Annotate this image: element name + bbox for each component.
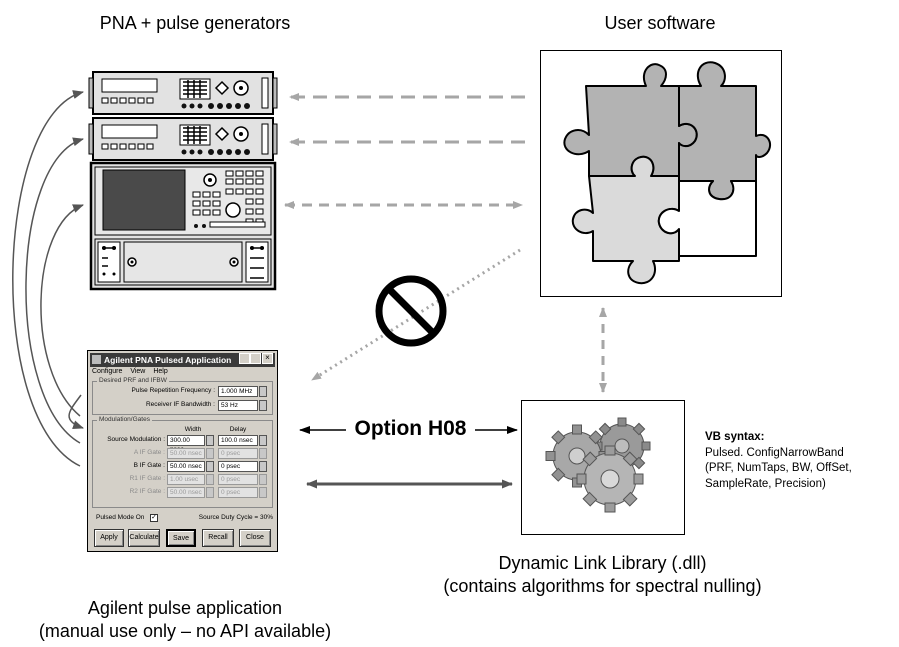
pulsed-app-window: Agilent PNA Pulsed Application × Configu… bbox=[87, 350, 278, 552]
dll-box bbox=[521, 400, 685, 535]
source-mod-width-spinner[interactable] bbox=[206, 435, 214, 446]
r1-gate-label: R1 IF Gate : bbox=[129, 475, 165, 482]
save-button[interactable]: Save bbox=[166, 529, 196, 547]
window-titlebar: Agilent PNA Pulsed Application bbox=[90, 353, 275, 367]
close-button[interactable]: Close bbox=[239, 529, 271, 547]
pulsed-mode-label: Pulsed Mode On bbox=[96, 514, 145, 521]
agilent-caption-line-1: Agilent pulse application bbox=[87, 598, 283, 618]
ifbw-field[interactable]: 53 Hz bbox=[218, 400, 258, 411]
pulse-generator-1 bbox=[88, 71, 278, 115]
menu-bar: Configure View Help bbox=[92, 368, 174, 375]
r1-gate-width[interactable]: 1.00 usec bbox=[167, 474, 205, 485]
duty-cycle-text: Source Duty Cycle = 30% bbox=[198, 514, 273, 521]
vb-syntax-line-1: Pulsed. ConfigNarrowBand bbox=[705, 446, 844, 459]
col-width-header: Width bbox=[184, 426, 202, 433]
a-gate-width[interactable]: 50.00 nsec bbox=[167, 448, 205, 459]
user-software-caption: User software bbox=[604, 13, 716, 33]
dll-caption-line-1: Dynamic Link Library (.dll) bbox=[498, 553, 707, 573]
source-mod-delay-spinner[interactable] bbox=[259, 435, 267, 446]
r1-gate-delay-spinner[interactable] bbox=[259, 474, 267, 485]
r2-gate-delay-spinner[interactable] bbox=[259, 487, 267, 498]
vb-syntax-line-3: SampleRate, Precision) bbox=[705, 477, 826, 490]
menu-configure[interactable]: Configure bbox=[92, 368, 123, 375]
app-icon bbox=[92, 355, 101, 364]
prf-ifbw-group-title: Desired PRF and IFBW bbox=[97, 377, 169, 384]
r2-gate-label: R2 IF Gate : bbox=[129, 488, 165, 495]
menu-help[interactable]: Help bbox=[153, 368, 168, 375]
r2-gate-delay[interactable]: 0 psec bbox=[218, 487, 258, 498]
pna-analyzer bbox=[89, 161, 277, 291]
pna-caption: PNA + pulse generators bbox=[99, 13, 291, 33]
vb-syntax-block: VB syntax: Pulsed. ConfigNarrowBand (PRF… bbox=[705, 430, 895, 492]
col-delay-header: Delay bbox=[229, 426, 247, 433]
prf-spinner[interactable] bbox=[259, 386, 267, 397]
prohibited-icon bbox=[375, 275, 447, 347]
prf-ifbw-group: Desired PRF and IFBW Pulse Repetition Fr… bbox=[92, 377, 273, 415]
source-mod-width[interactable]: 300.00 nsec bbox=[167, 435, 205, 453]
b-gate-label: B IF Gate : bbox=[133, 462, 165, 469]
a-gate-label: A IF Gate : bbox=[133, 449, 165, 456]
minimize-button[interactable] bbox=[239, 353, 250, 364]
agilent-caption: Agilent pulse application (manual use on… bbox=[15, 597, 355, 643]
user-software-box bbox=[540, 50, 782, 297]
vb-syntax-line-2: (PRF, NumTaps, BW, OffSet, bbox=[705, 462, 852, 474]
modulation-gates-title: Modulation/Gates bbox=[97, 416, 152, 423]
r2-gate-width[interactable]: 50.00 nsec bbox=[167, 487, 205, 498]
r2-gate-width-spinner[interactable] bbox=[206, 487, 214, 498]
app-to-instrument-curves bbox=[12, 90, 84, 467]
dotted-arrow-blocked bbox=[311, 248, 521, 382]
ifbw-spinner[interactable] bbox=[259, 400, 267, 411]
vb-syntax-title: VB syntax: bbox=[705, 431, 765, 443]
maximize-button[interactable] bbox=[250, 353, 261, 364]
window-title: Agilent PNA Pulsed Application bbox=[104, 355, 232, 365]
option-h08-label: Option H08 bbox=[354, 417, 467, 440]
instrument-drawing bbox=[88, 71, 278, 291]
a-gate-delay[interactable]: 0 psec bbox=[218, 448, 258, 459]
modulation-gates-group: Modulation/Gates Width Delay Source Modu… bbox=[92, 416, 273, 508]
r1-gate-delay[interactable]: 0 psec bbox=[218, 474, 258, 485]
close-window-button[interactable]: × bbox=[262, 353, 273, 364]
source-mod-label: Source Modulation : bbox=[107, 436, 165, 443]
ifbw-label: Receiver IF Bandwidth : bbox=[145, 401, 215, 408]
prf-label: Pulse Repetition Frequency : bbox=[131, 387, 215, 394]
source-mod-delay[interactable]: 100.0 nsec bbox=[218, 435, 258, 446]
agilent-caption-line-2: (manual use only – no API available) bbox=[38, 621, 332, 641]
b-gate-width-spinner[interactable] bbox=[206, 461, 214, 472]
b-gate-width[interactable]: 50.00 nsec bbox=[167, 461, 205, 472]
b-gate-delay[interactable]: 0 psec bbox=[218, 461, 258, 472]
r1-gate-width-spinner[interactable] bbox=[206, 474, 214, 485]
b-gate-delay-spinner[interactable] bbox=[259, 461, 267, 472]
dll-caption-line-2: (contains algorithms for spectral nullin… bbox=[443, 576, 762, 596]
pulsed-mode-checkbox[interactable]: ✓ bbox=[150, 514, 158, 522]
dll-caption: Dynamic Link Library (.dll) (contains al… bbox=[420, 552, 785, 598]
a-gate-delay-spinner[interactable] bbox=[259, 448, 267, 459]
a-gate-width-spinner[interactable] bbox=[206, 448, 214, 459]
calculate-button[interactable]: Calculate bbox=[128, 529, 160, 547]
recall-button[interactable]: Recall bbox=[202, 529, 234, 547]
menu-view[interactable]: View bbox=[130, 368, 146, 375]
puzzle-icon bbox=[563, 61, 772, 285]
apply-button[interactable]: Apply bbox=[94, 529, 124, 547]
prf-field[interactable]: 1.000 MHz bbox=[218, 386, 258, 397]
pulse-generator-2 bbox=[88, 117, 278, 161]
gears-icon bbox=[545, 417, 651, 513]
pna-instrument-stack bbox=[88, 70, 278, 292]
